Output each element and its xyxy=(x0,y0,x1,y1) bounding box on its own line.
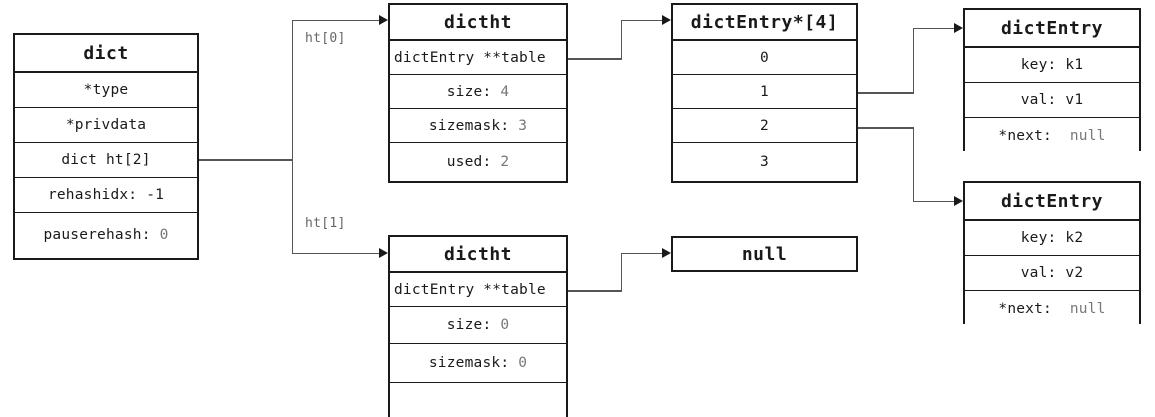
connector-slot2-riser xyxy=(912,126,915,202)
arrowhead-table0 xyxy=(662,15,671,25)
node-dictht-0[interactable]: dictht dictEntry **table size: 4 sizemas… xyxy=(388,3,568,183)
array-slot-3[interactable]: 3 xyxy=(673,143,856,180)
node-dict-row-ht: dict ht[2] xyxy=(15,143,197,178)
row-label: val: xyxy=(1020,265,1057,281)
node-dictht-1-header: dictht xyxy=(390,237,566,273)
row-value: 0 xyxy=(500,317,510,333)
row-label: val: xyxy=(1020,92,1057,108)
row-value: 4 xyxy=(500,83,510,100)
row-label: dictEntry **table xyxy=(394,281,546,298)
connector-table0-arm xyxy=(620,19,666,22)
connector-slot1-arm xyxy=(912,27,958,30)
row-value: v1 xyxy=(1065,92,1084,108)
row-label: sizemask: xyxy=(428,117,510,134)
node-dictht-1-row-clipped xyxy=(390,383,566,417)
connector-slot1-riser xyxy=(912,27,915,94)
row-value: -1 xyxy=(146,187,165,203)
node-dictentry-array[interactable]: dictEntry*[4] 0 1 2 3 xyxy=(671,3,858,183)
node-dictht-0-header: dictht xyxy=(390,5,566,41)
array-slot-1[interactable]: 1 xyxy=(673,75,856,109)
node-dict-row-rehashidx: rehashidx: -1 xyxy=(15,178,197,213)
connector-table0-stem xyxy=(568,58,622,60)
slot-index: 1 xyxy=(760,83,769,100)
node-null[interactable]: null xyxy=(671,236,858,272)
connector-slot2-stem xyxy=(858,127,914,129)
connector-table1-riser xyxy=(620,252,623,292)
row-value: k2 xyxy=(1065,230,1084,246)
row-value: k1 xyxy=(1065,57,1084,73)
row-label: used: xyxy=(446,153,492,170)
array-slot-2[interactable]: 2 xyxy=(673,109,856,143)
connector-table1-arm xyxy=(620,252,666,255)
slot-index: 3 xyxy=(760,153,769,170)
row-value: 0 xyxy=(518,355,528,371)
row-label: key: xyxy=(1020,230,1057,246)
node-dictht-1-row-size: size: 0 xyxy=(390,307,566,344)
node-dictentry-2-row-key: key: k2 xyxy=(965,221,1139,256)
node-dictht-0-row-table: dictEntry **table xyxy=(390,41,566,75)
node-dict-row-privdata: *privdata xyxy=(15,108,197,143)
arrowhead-entry1 xyxy=(954,23,963,33)
node-dictht-0-row-size: size: 4 xyxy=(390,75,566,109)
row-label: *next: xyxy=(998,127,1052,144)
node-dictht-1[interactable]: dictht dictEntry **table size: 0 sizemas… xyxy=(388,235,568,417)
connector-dict-ht-stem xyxy=(199,159,293,161)
row-label: rehashidx: xyxy=(47,187,138,203)
row-label: size: xyxy=(446,83,492,100)
connector-table0-riser xyxy=(620,19,623,60)
node-dictentry-1-row-val: val: v1 xyxy=(965,83,1139,118)
connector-dict-ht-split xyxy=(291,20,294,254)
node-dictentry-2-row-next: *next: null xyxy=(965,291,1139,326)
row-label: dictEntry **table xyxy=(394,49,546,66)
connector-table1-stem xyxy=(568,290,622,292)
node-dictht-1-row-sizemask: sizemask: 0 xyxy=(390,344,566,383)
arrowhead-ht1 xyxy=(379,248,388,258)
node-dictht-1-row-table: dictEntry **table xyxy=(390,273,566,307)
node-dictentry-1[interactable]: dictEntry key: k1 val: v1 *next: null xyxy=(963,8,1141,153)
slot-index: 2 xyxy=(760,117,769,134)
node-dictentry-array-header: dictEntry*[4] xyxy=(673,5,856,41)
connector-slot2-arm xyxy=(912,200,958,203)
arrowhead-null xyxy=(662,248,671,258)
row-value: 3 xyxy=(518,117,528,134)
node-dict[interactable]: dict *type *privdata dict ht[2] rehashid… xyxy=(13,33,199,260)
node-dictht-0-row-used: used: 2 xyxy=(390,143,566,180)
node-dictentry-2-row-val: val: v2 xyxy=(965,256,1139,291)
node-dictentry-1-header: dictEntry xyxy=(965,10,1139,48)
row-value: null xyxy=(1069,300,1106,317)
row-label: key: xyxy=(1020,57,1057,73)
row-label: pauserehash: xyxy=(43,227,151,243)
node-dictentry-2-header: dictEntry xyxy=(965,183,1139,221)
array-slot-0[interactable]: 0 xyxy=(673,41,856,75)
node-dictht-0-row-sizemask: sizemask: 3 xyxy=(390,109,566,143)
row-value: v2 xyxy=(1065,265,1084,281)
row-label: dict ht[2] xyxy=(61,152,151,168)
node-dict-header: dict xyxy=(15,35,197,73)
node-dict-row-type: *type xyxy=(15,73,197,108)
connector-slot1-stem xyxy=(858,92,914,94)
connector-ht1-arm xyxy=(291,252,382,255)
row-value: 2 xyxy=(500,153,510,170)
row-value: 0 xyxy=(159,227,169,243)
row-label: size: xyxy=(446,317,492,333)
row-value: null xyxy=(1069,127,1106,144)
row-label: *privdata xyxy=(65,117,147,133)
row-label: sizemask: xyxy=(428,355,510,371)
node-null-header: null xyxy=(673,238,856,270)
node-dictentry-1-row-key: key: k1 xyxy=(965,48,1139,83)
edge-label-ht0: ht[0] xyxy=(305,31,346,46)
arrowhead-entry2 xyxy=(954,196,963,206)
edge-label-ht1: ht[1] xyxy=(305,216,346,231)
connector-ht0-arm xyxy=(291,19,382,22)
slot-index: 0 xyxy=(760,49,769,66)
node-dictentry-2[interactable]: dictEntry key: k2 val: v2 *next: null xyxy=(963,181,1141,326)
node-dict-row-pauserehash: pauserehash: 0 xyxy=(15,213,197,257)
arrowhead-ht0 xyxy=(379,15,388,25)
row-label: *type xyxy=(83,82,129,98)
row-label: *next: xyxy=(998,300,1052,317)
node-dictentry-1-row-next: *next: null xyxy=(965,118,1139,153)
